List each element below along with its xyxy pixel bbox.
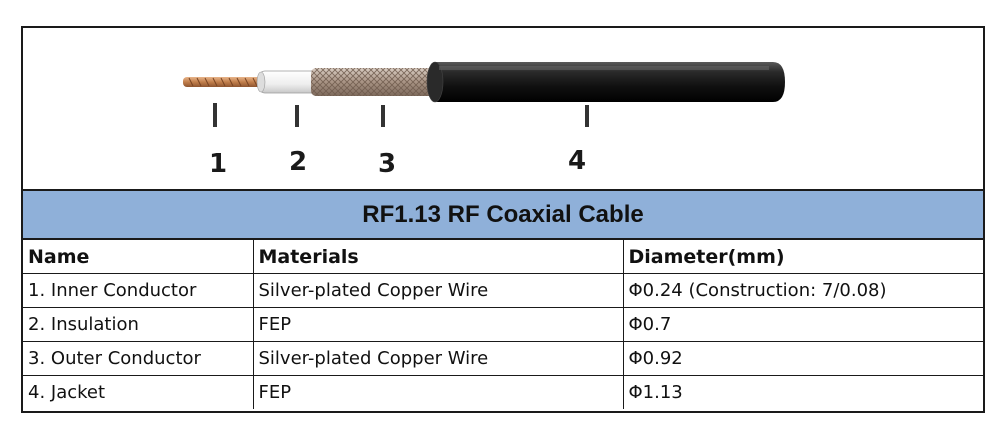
cell-name: 3. Outer Conductor bbox=[23, 341, 254, 376]
table-row: 3. Outer Conductor Silver-plated Copper … bbox=[23, 341, 983, 376]
cell-material: FEP bbox=[252, 375, 624, 409]
insulation-shape bbox=[256, 70, 320, 94]
cell-name: 2. Insulation bbox=[23, 307, 254, 342]
cell-material: Silver-plated Copper Wire bbox=[252, 273, 624, 308]
spec-table: Name Materials Diameter(mm) 1. Inner Con… bbox=[23, 240, 983, 409]
table-row: 4. Jacket FEP Φ1.13 bbox=[23, 375, 983, 409]
callout-tick-1 bbox=[213, 103, 217, 127]
cell-name: 1. Inner Conductor bbox=[23, 273, 254, 308]
cell-diameter: Φ0.92 bbox=[622, 341, 983, 376]
callout-number-4: 4 bbox=[568, 146, 586, 176]
table-row: 1. Inner Conductor Silver-plated Copper … bbox=[23, 273, 983, 308]
table-header-row: Name Materials Diameter(mm) bbox=[23, 240, 983, 274]
callout-ticks bbox=[213, 103, 589, 127]
cell-material: Silver-plated Copper Wire bbox=[252, 341, 624, 376]
spec-sheet: 1 2 3 4 RF1.13 RF Coaxial Cable Name Mat… bbox=[21, 26, 985, 413]
outer-conductor-shape bbox=[311, 68, 451, 96]
coax-cable-diagram: 1 2 3 4 bbox=[183, 61, 785, 179]
cell-name: 4. Jacket bbox=[23, 375, 254, 409]
cell-diameter: Φ0.7 bbox=[622, 307, 983, 342]
cable-illustration: 1 2 3 4 bbox=[23, 28, 983, 189]
table-row: 2. Insulation FEP Φ0.7 bbox=[23, 307, 983, 342]
inner-conductor-shape bbox=[183, 77, 265, 87]
header-materials: Materials bbox=[252, 240, 624, 274]
callout-tick-2 bbox=[295, 105, 299, 127]
callout-tick-3 bbox=[381, 105, 385, 127]
header-name: Name bbox=[23, 240, 254, 274]
table-title: RF1.13 RF Coaxial Cable bbox=[23, 189, 983, 240]
callout-number-2: 2 bbox=[289, 147, 307, 177]
cell-material: FEP bbox=[252, 307, 624, 342]
cell-diameter: Φ0.24 (Construction: 7/0.08) bbox=[622, 273, 983, 308]
callout-number-3: 3 bbox=[378, 149, 396, 179]
jacket-shape bbox=[426, 61, 785, 103]
callout-tick-4 bbox=[585, 105, 589, 127]
callout-number-1: 1 bbox=[209, 149, 227, 179]
cell-diameter: Φ1.13 bbox=[622, 375, 983, 409]
header-diameter: Diameter(mm) bbox=[622, 240, 983, 274]
